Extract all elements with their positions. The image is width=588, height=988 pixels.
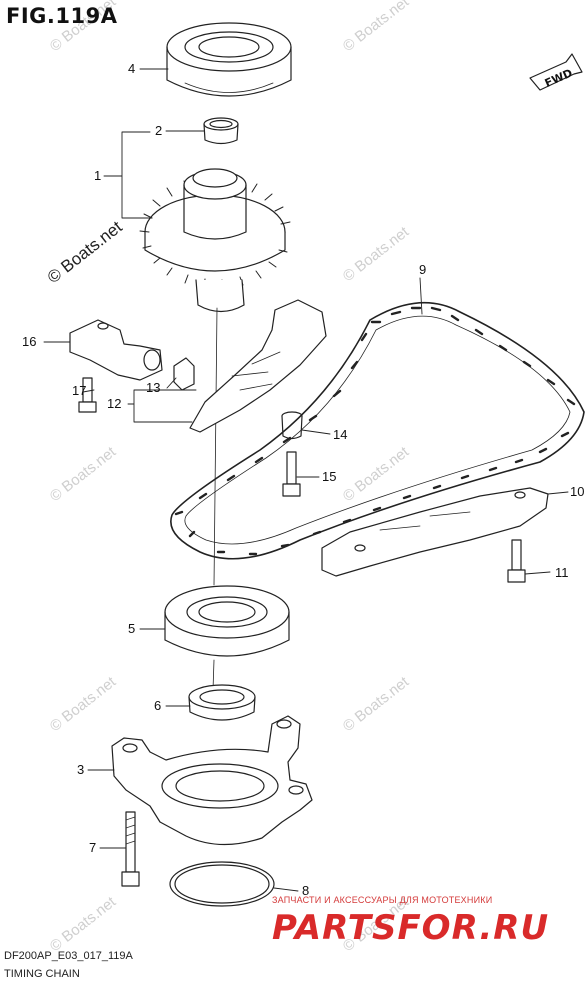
bearing-top xyxy=(166,22,292,97)
callout-16: 16 xyxy=(22,334,37,349)
callout-7: 7 xyxy=(89,840,97,855)
advert-logo: PARTSFOR.RU xyxy=(272,908,550,948)
figure-title: FIG.119A xyxy=(6,4,118,28)
callout-2: 2 xyxy=(155,123,163,138)
figure-code: DF200AP_E03_017_119A xyxy=(4,950,133,962)
chain-guide-tensioner-arm xyxy=(189,299,327,433)
o-ring xyxy=(169,861,275,907)
chain-tensioner xyxy=(69,319,163,381)
callout-4: 4 xyxy=(128,61,136,76)
callout-13: 13 xyxy=(146,380,161,395)
callout-15: 15 xyxy=(322,469,337,484)
bolt-11 xyxy=(507,539,526,583)
bolt-15 xyxy=(282,451,301,497)
timing-gear xyxy=(139,168,291,313)
bearing-bottom xyxy=(164,585,290,657)
callout-12: 12 xyxy=(107,396,122,411)
timing-chain xyxy=(170,301,585,560)
callout-6: 6 xyxy=(154,698,162,713)
chain-guide xyxy=(321,487,549,577)
fwd-arrow-icon xyxy=(529,53,583,91)
callout-14: 14 xyxy=(333,427,348,442)
callout-10: 10 xyxy=(570,484,585,499)
callout-3: 3 xyxy=(77,762,85,777)
callout-17: 17 xyxy=(72,383,87,398)
oil-seal xyxy=(188,684,256,721)
bearing-housing xyxy=(111,715,313,846)
callout-5: 5 xyxy=(128,621,136,636)
callout-1: 1 xyxy=(94,168,102,183)
figure-name: TIMING CHAIN xyxy=(4,968,80,980)
callout-8: 8 xyxy=(302,883,310,898)
bushing xyxy=(203,117,239,145)
bolt-7 xyxy=(121,811,140,887)
advert-tagline: ЗАПЧАСТИ И АКСЕССУАРЫ ДЛЯ МОТОТЕХНИКИ xyxy=(272,895,493,905)
callout-11: 11 xyxy=(555,565,569,580)
guide-collar xyxy=(281,411,303,440)
tensioner-clip xyxy=(173,357,195,391)
callout-9: 9 xyxy=(419,262,427,277)
